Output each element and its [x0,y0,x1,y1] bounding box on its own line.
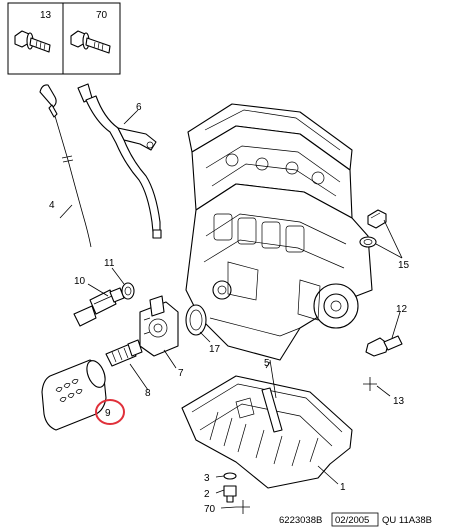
drain-plug [223,485,237,503]
bracket-bolt [365,335,403,357]
footer-ref: 6223038B [279,515,322,526]
callout-13: 13 [393,396,405,407]
legend-number-13: 13 [40,10,52,21]
flange-bolt-icon [70,30,111,54]
dipstick-lower-tube [269,359,277,399]
callout-2: 2 [204,489,210,500]
threaded-union [105,339,143,367]
callout-1: 1 [340,482,346,493]
callout-17: 17 [209,344,221,355]
callout-9: 9 [105,408,111,419]
callout-7: 7 [178,368,184,379]
dipstick-guide-tube [77,83,162,239]
bolt-legend-box: 13 70 [7,2,121,75]
highlight-circle [95,399,125,425]
flange-bolt-icon [14,30,51,53]
sealing-washer [121,282,135,300]
callout-3: 3 [204,473,210,484]
filler-cap-seal [359,236,377,248]
oil-filter [41,359,107,431]
dipstick [39,84,92,248]
footer-date: 02/2005 [335,515,369,526]
callout-8: 8 [145,388,151,399]
engine-block [185,103,373,361]
oil-sump [181,375,353,489]
callout-70: 70 [204,504,216,515]
callout-4: 4 [49,200,55,211]
callout-15: 15 [398,260,410,271]
callout-6: 6 [136,102,142,113]
oil-filter-support [139,295,179,357]
legend-number-70: 70 [96,10,108,21]
oil-pressure-switch [73,287,125,327]
drain-plug-washer [223,472,237,480]
cross-marker-13 [363,377,377,391]
cross-marker-70 [236,500,250,514]
seal-ring [185,304,207,336]
callout-labels: 4 6 10 11 7 8 9 17 1 3 2 70 5 12 13 15 [49,102,410,515]
callout-12: 12 [396,304,408,315]
leader-lines [59,109,403,509]
callout-11: 11 [104,258,115,269]
footer-reference: 6223038B 02/2005 QU 11A38B [279,512,432,527]
callout-10: 10 [74,276,86,287]
filler-cap [367,209,387,229]
callout-5: 5 [264,358,270,369]
footer-code: QU 11A38B [382,515,432,526]
